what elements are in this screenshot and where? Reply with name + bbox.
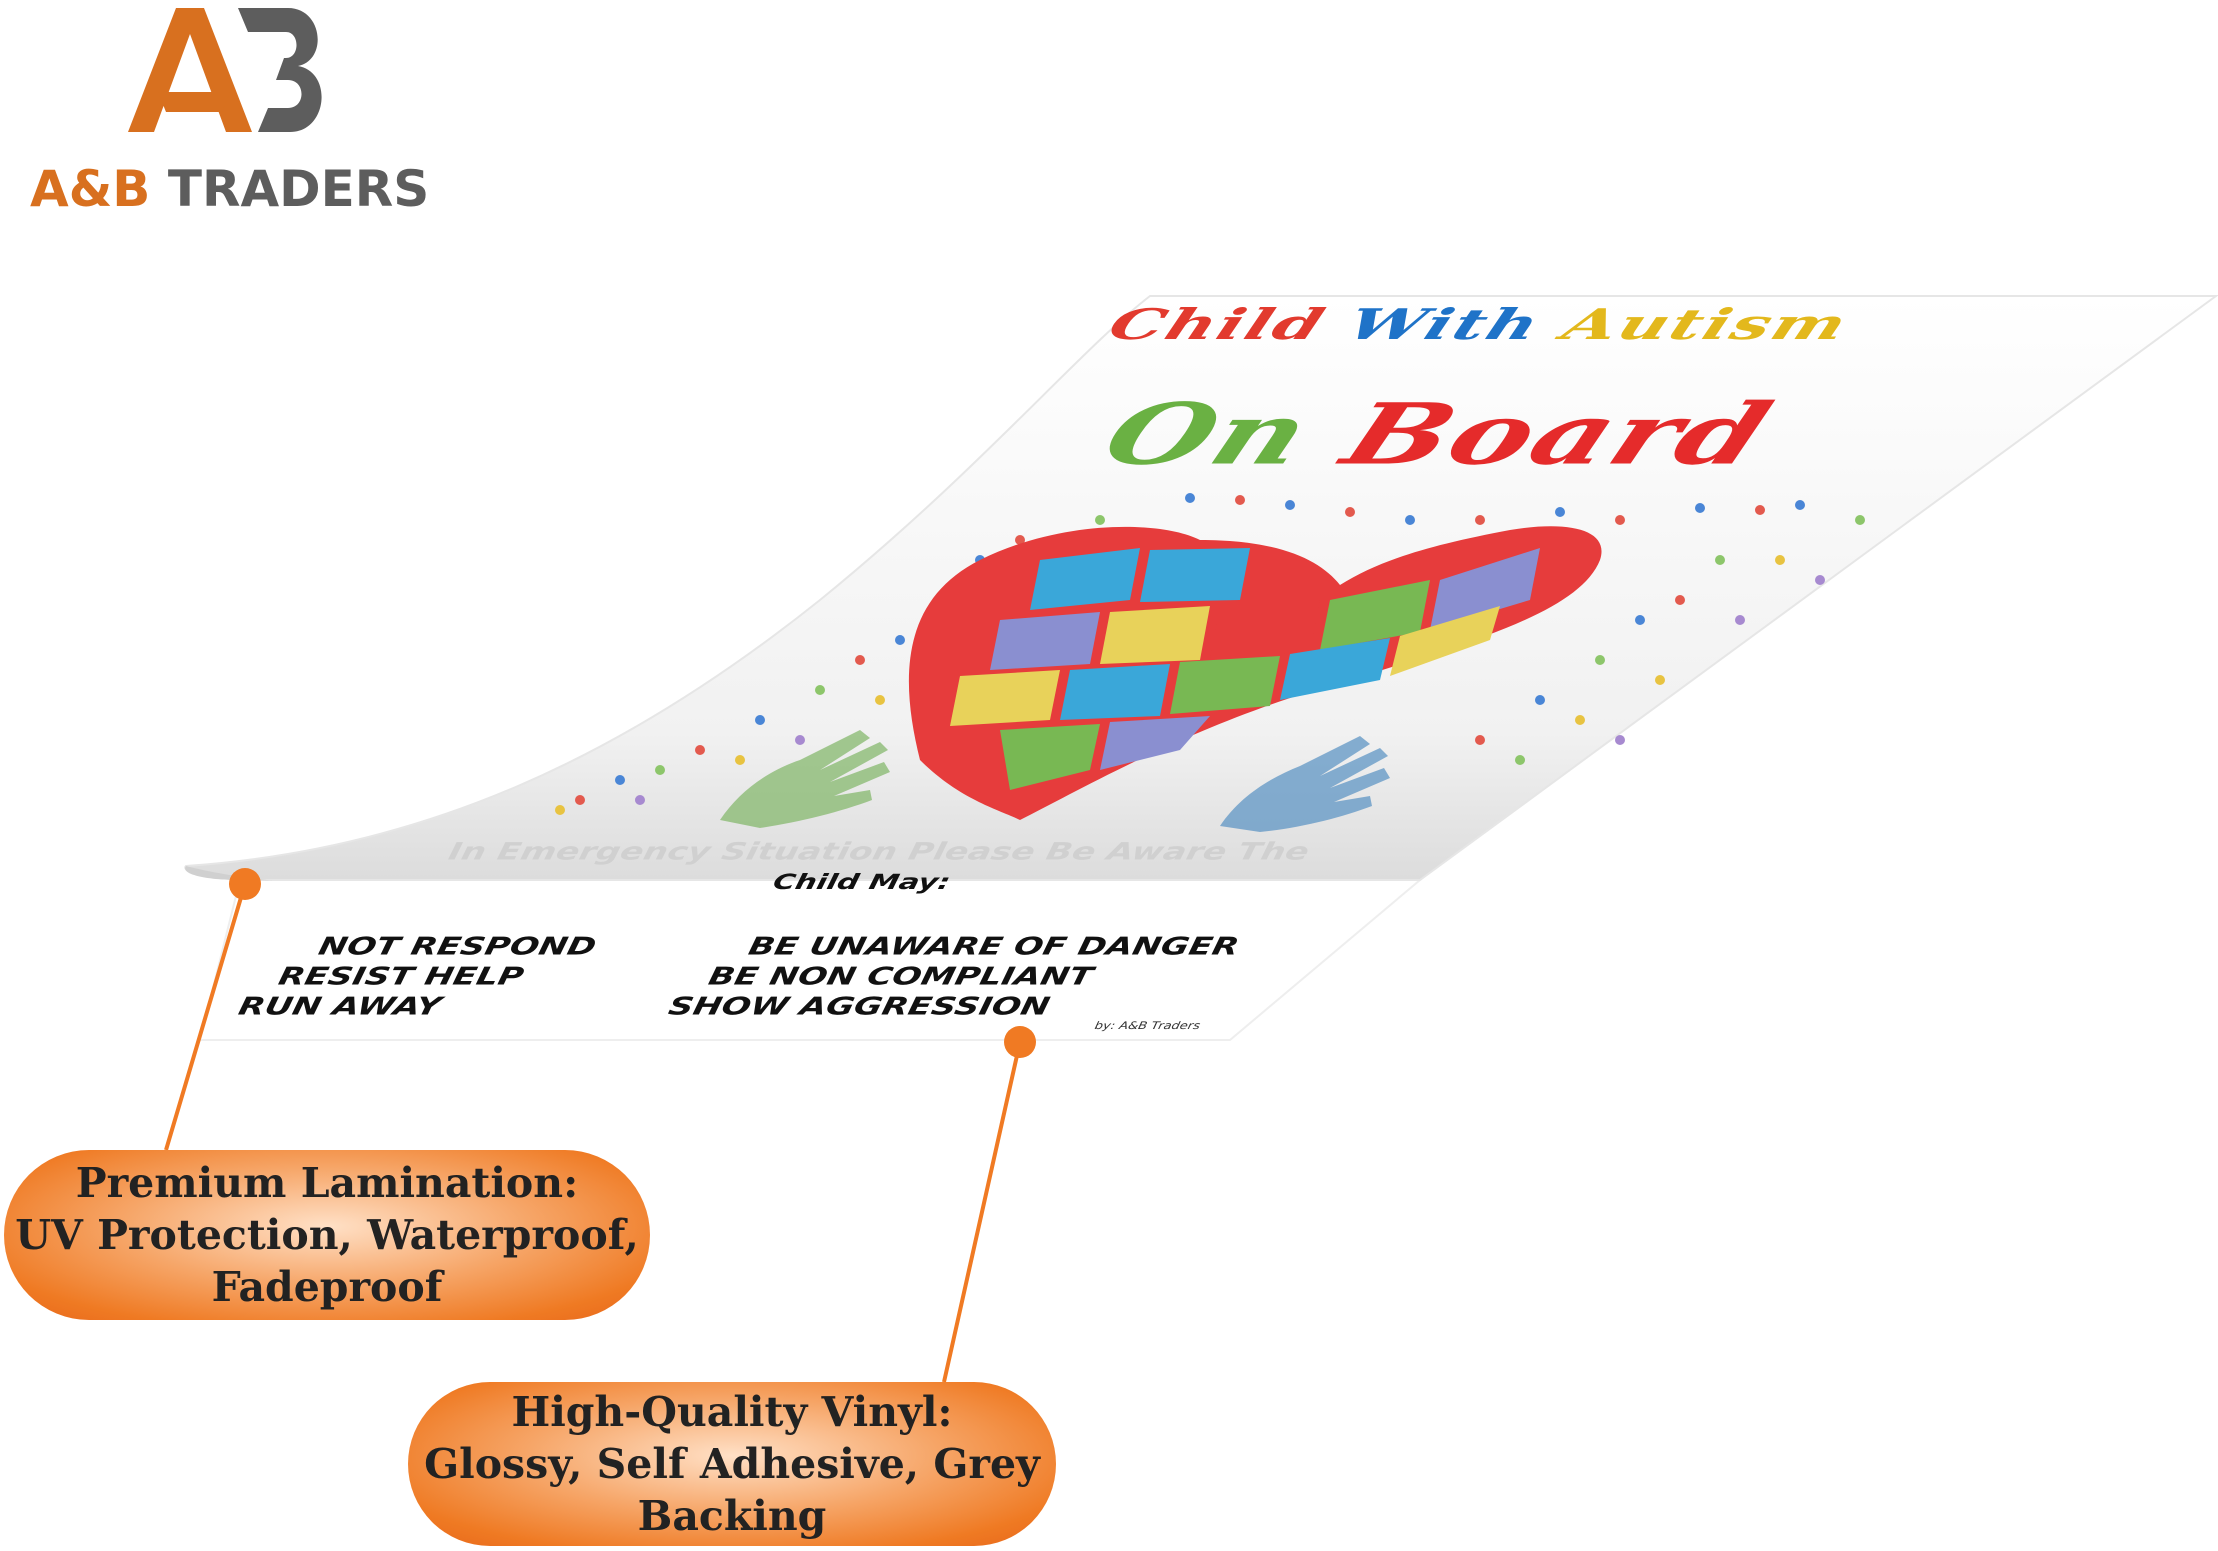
callout-vinyl-line2: Glossy, Self Adhesive, Grey [424,1440,1040,1488]
title-word-autism: Autism [1555,300,1856,350]
sticker-emergency-line: In Emergency Situation Please Be Aware T… [446,838,1312,866]
callout-lamination-line3: Fadeproof [211,1263,443,1311]
ab-logo-mark-icon [128,8,322,132]
warning-left-1: NOT RESPOND [315,932,599,961]
title-word-child: Child [1101,300,1333,350]
title-word-board: Board [1329,385,1786,484]
callout-lamination-line2: UV Protection, Waterproof, [15,1211,639,1259]
sticker-title-line1: Child With Autism [1102,300,1856,350]
brand-name-part1: A&B [30,160,151,218]
warning-right-1: BE UNAWARE OF DANGER [745,932,1242,961]
brand-name-part2: TRADERS [167,160,430,218]
sticker-title-line2: On Board [1090,385,1786,484]
title-word-on: On [1090,385,1326,484]
callout-lamination: Premium Lamination: UV Protection, Water… [4,1150,650,1320]
warning-left-2: RESIST HELP [275,962,527,991]
title-word-with: With [1340,300,1549,350]
callout-dot-vinyl [1004,1026,1036,1058]
callout-lamination-line1: Premium Lamination: [75,1159,579,1207]
callout-vinyl: High-Quality Vinyl: Glossy, Self Adhesiv… [408,1382,1056,1546]
sticker-child-may: Child May: [770,870,953,895]
warning-left-3: RUN AWAY [235,992,444,1021]
puzzle-confetti [555,493,1865,815]
sticker-byline: by: A&B Traders [1093,1020,1202,1032]
puzzle-heart-icon [908,526,1602,820]
warning-right-2: BE NON COMPLIANT [705,962,1096,991]
callout-dot-lamination [229,868,261,900]
callout-vinyl-line3: Backing [637,1492,827,1540]
callout-vinyl-line1: High-Quality Vinyl: [511,1388,953,1436]
hand-print-icon [720,730,1390,832]
brand-name: A&B TRADERS [30,160,429,218]
brand-logo: A&B TRADERS [28,0,429,230]
warning-right-3: SHOW AGGRESSION [665,992,1053,1021]
